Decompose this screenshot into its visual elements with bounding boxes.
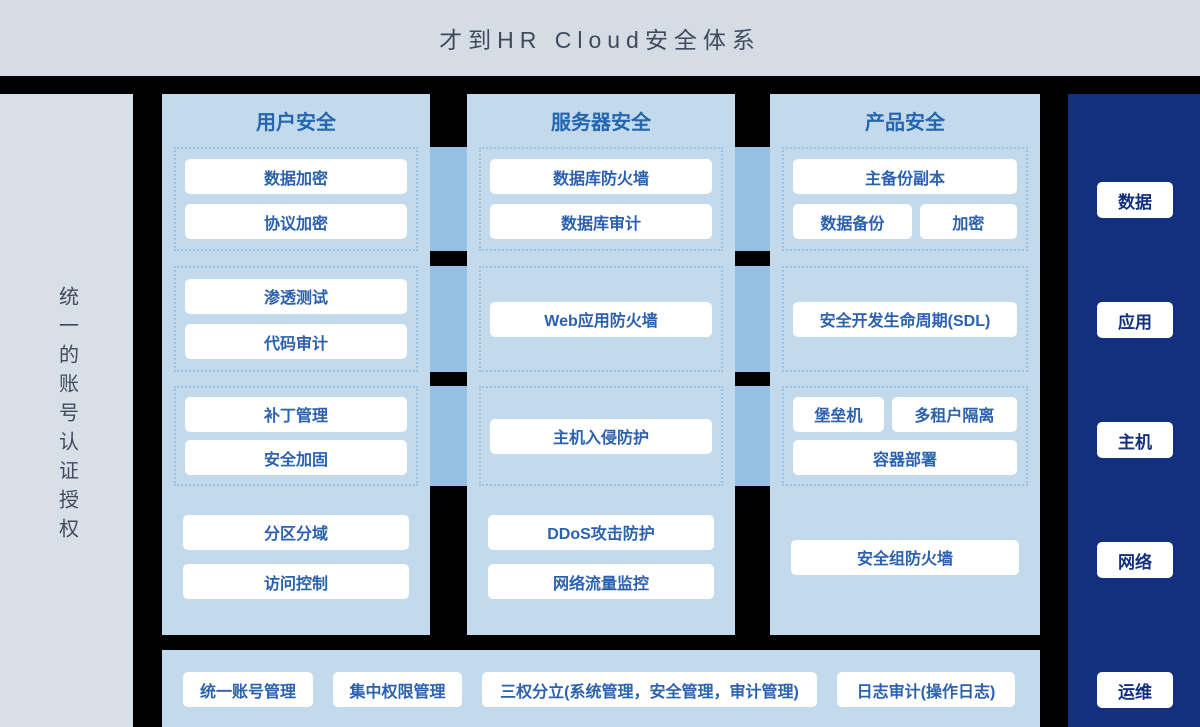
product-security-title: 产品安全 [865,112,945,134]
unified-auth-label-wrap: 统一的账号认证授权 [0,286,133,547]
node-container-deployment: 容器部署 [793,440,1017,476]
server-security-group-3: 主机入侵防护 [479,386,723,486]
layer-network: 网络 [1097,542,1173,578]
connector-col2-col3-row1 [735,147,770,251]
node-bastion-host: 堡垒机 [793,396,884,432]
user-security-group-1: 数据加密 协议加密 [174,147,418,251]
node-encryption: 加密 [919,204,1017,239]
node-network-traffic-monitoring: 网络流量监控 [488,564,714,600]
connector-col2-col3-row3 [735,386,770,486]
node-penetration-testing: 渗透测试 [185,278,407,314]
layer-host: 主机 [1097,422,1173,458]
connector-col1-col2-row3 [430,386,467,486]
server-security-group-2: Web应用防火墙 [479,266,723,372]
node-access-control: 访问控制 [183,564,409,600]
connector-col1-col2-row1 [430,147,467,251]
server-security-group-4: DDoS攻击防护 网络流量监控 [479,500,723,614]
connector-col1-col2-row2 [430,266,467,372]
unified-auth-panel: 统一的账号认证授权 [0,94,133,727]
node-primary-backup-replica: 主备份副本 [793,159,1017,194]
node-data-backup: 数据备份 [793,204,912,239]
product-security-column: 产品安全 主备份副本 数据备份 加密 安全开发生命周期(SDL) 堡垒机 多租户… [770,94,1040,635]
node-code-audit: 代码审计 [185,324,407,360]
user-security-title: 用户安全 [256,112,336,134]
connector-col2-col3-row2 [735,266,770,372]
node-unified-account-management: 统一账号管理 [183,672,313,707]
node-sdl: 安全开发生命周期(SDL) [793,301,1017,337]
server-security-column: 服务器安全 数据库防火墙 数据库审计 Web应用防火墙 主机入侵防护 DDoS攻… [467,94,735,635]
bottom-bar: 统一账号管理 集中权限管理 三权分立(系统管理，安全管理，审计管理) 日志审计(… [162,650,1040,727]
product-security-group-2: 安全开发生命周期(SDL) [782,266,1028,372]
user-security-column: 用户安全 数据加密 协议加密 渗透测试 代码审计 补丁管理 安全加固 分区分域 … [162,94,430,635]
node-host-intrusion-prevention: 主机入侵防护 [490,418,712,454]
node-database-firewall: 数据库防火墙 [490,159,712,194]
layer-application: 应用 [1097,302,1173,338]
server-security-group-1: 数据库防火墙 数据库审计 [479,147,723,251]
product-security-group-3: 堡垒机 多租户隔离 容器部署 [782,386,1028,486]
node-web-application-firewall: Web应用防火墙 [490,301,712,337]
node-separation-of-powers: 三权分立(系统管理，安全管理，审计管理) [482,672,817,707]
layer-data: 数据 [1097,182,1173,218]
node-security-group-firewall: 安全组防火墙 [791,539,1019,575]
user-security-group-2: 渗透测试 代码审计 [174,266,418,372]
node-multi-tenant-isolation: 多租户隔离 [891,396,1017,432]
user-security-group-4: 分区分域 访问控制 [174,500,418,614]
user-security-group-3: 补丁管理 安全加固 [174,386,418,486]
product-security-group-1-row: 数据备份 加密 [793,204,1017,239]
node-centralized-permission-management: 集中权限管理 [333,672,462,707]
layer-operations: 运维 [1097,672,1173,708]
node-protocol-encryption: 协议加密 [185,204,407,239]
server-security-title: 服务器安全 [551,112,651,134]
layer-panel: 数据 应用 主机 网络 运维 [1068,94,1200,727]
product-security-group-1: 主备份副本 数据备份 加密 [782,147,1028,251]
node-log-audit: 日志审计(操作日志) [837,672,1015,707]
page-title: 才到HR Cloud安全体系 [439,27,761,53]
node-security-hardening: 安全加固 [185,440,407,476]
node-patch-management: 补丁管理 [185,396,407,432]
node-database-audit: 数据库审计 [490,204,712,239]
node-partition-zoning: 分区分域 [183,514,409,550]
node-data-encryption: 数据加密 [185,159,407,194]
page-header: 才到HR Cloud安全体系 [0,0,1200,76]
node-ddos-protection: DDoS攻击防护 [488,514,714,550]
unified-auth-label: 统一的账号认证授权 [55,286,78,547]
product-security-group-3-row: 堡垒机 多租户隔离 [793,396,1017,432]
product-security-group-4: 安全组防火墙 [782,500,1028,614]
